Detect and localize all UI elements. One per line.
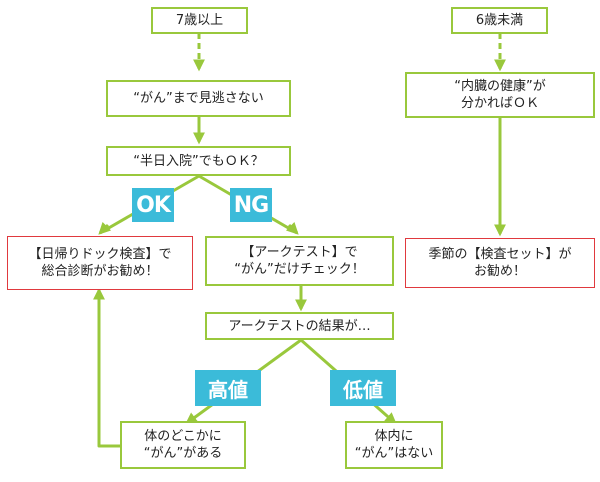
node-organ-health-line1: “内臓の健康”が bbox=[454, 79, 546, 94]
node-seasonal-set: 季節の【検査セット】が お勧め！ bbox=[405, 238, 595, 288]
badge-low-value: 低値 bbox=[330, 370, 396, 406]
node-seasonal-set-line1: 季節の【検査セット】が bbox=[428, 247, 572, 262]
node-arc-test: 【アークテスト】で “がん”だけチェック！ bbox=[205, 236, 394, 286]
node-age7-plus-label: 7歳以上 bbox=[175, 13, 224, 28]
node-no-miss: “がん”まで見逃さない bbox=[106, 80, 291, 117]
node-age-under-6-label: 6歳未満 bbox=[475, 13, 524, 28]
node-arc-result-label: アークテストの結果が… bbox=[228, 318, 371, 334]
node-age7-plus: 7歳以上 bbox=[151, 7, 248, 34]
node-no-cancer-inside-line2: “がん”はない bbox=[354, 446, 434, 461]
badge-ok: OK bbox=[132, 188, 174, 222]
node-half-day-label: “半日入院”でもＯＫ？ bbox=[133, 153, 264, 169]
node-dock-exam: 【日帰りドック検査】で 総合診断がお勧め！ bbox=[7, 236, 193, 290]
node-cancer-somewhere-line2: “がん”がある bbox=[143, 446, 223, 461]
node-arc-result: アークテストの結果が… bbox=[205, 312, 394, 340]
arrow-to-dock bbox=[98, 221, 112, 235]
node-organ-health-line2: 分かればＯＫ bbox=[460, 96, 539, 111]
node-half-day: “半日入院”でもＯＫ？ bbox=[106, 146, 291, 176]
feedback-connector-somewhere-to-dock bbox=[93, 287, 120, 448]
node-no-cancer-inside-line1: 体内に bbox=[374, 429, 414, 444]
node-dock-exam-line2: 総合診断がお勧め！ bbox=[41, 264, 159, 279]
node-no-miss-label: “がん”まで見逃さない bbox=[133, 91, 264, 106]
arrow-to-arc-test bbox=[285, 221, 299, 235]
node-arc-test-line2: “がん”だけチェック！ bbox=[234, 262, 365, 277]
node-cancer-somewhere: 体のどこかに “がん”がある bbox=[120, 421, 246, 469]
node-arc-test-line1: 【アークテスト】で bbox=[241, 245, 358, 260]
node-seasonal-set-line2: お勧め！ bbox=[473, 264, 526, 279]
node-no-cancer-inside: 体内に “がん”はない bbox=[345, 421, 443, 469]
badge-high-value: 高値 bbox=[195, 370, 261, 406]
badge-ng: NG bbox=[230, 188, 272, 222]
node-dock-exam-line1: 【日帰りドック検査】で bbox=[28, 247, 172, 262]
node-organ-health: “内臓の健康”が 分かればＯＫ bbox=[405, 72, 595, 118]
node-age-under-6: 6歳未満 bbox=[451, 7, 548, 34]
node-cancer-somewhere-line1: 体のどこかに bbox=[144, 429, 222, 444]
